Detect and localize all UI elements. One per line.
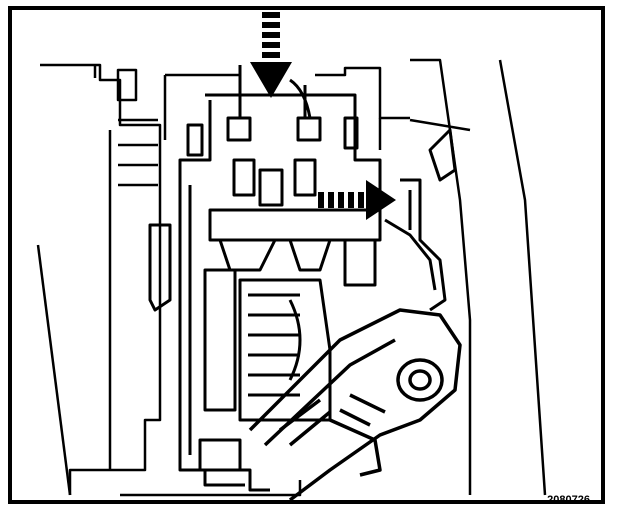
vertical-dashed-arrow — [250, 12, 292, 98]
connector-assembly — [178, 65, 382, 492]
background-housing — [36, 58, 547, 497]
right-bracket — [148, 128, 457, 312]
lever-arm — [248, 308, 462, 502]
figure-border — [8, 6, 605, 504]
horizontal-dashed-arrow — [318, 180, 396, 220]
figure-reference-code: 2080726 — [547, 494, 590, 506]
